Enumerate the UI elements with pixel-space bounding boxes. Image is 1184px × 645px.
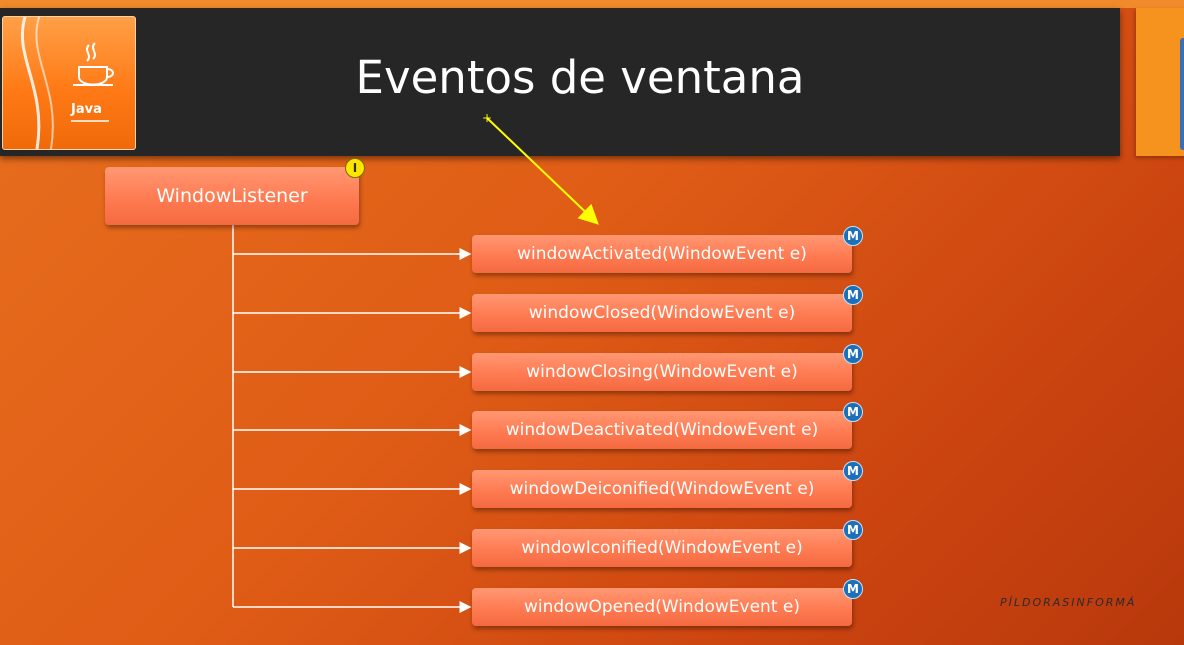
java-logo: Java [2,16,136,150]
method-badge-icon: M [843,226,863,246]
right-panel-accent [1180,38,1184,150]
pointer-arrow [486,117,599,225]
method-node-window-closed: windowClosed(WindowEvent e) [472,294,852,332]
pointer-crosshair-icon: + [482,111,492,125]
method-node-window-deiconified: windowDeiconified(WindowEvent e) [472,470,852,508]
method-badge-icon: M [843,285,863,305]
java-logo-graphic [20,17,114,149]
interface-node-windowlistener: WindowListener [105,167,359,225]
method-node-window-iconified: windowIconified(WindowEvent e) [472,529,852,567]
java-logo-label: Java [71,102,102,117]
method-node-window-closing: windowClosing(WindowEvent e) [472,353,852,391]
right-panel-edge [1136,8,1184,156]
method-node-window-activated: windowActivated(WindowEvent e) [472,235,852,273]
method-node-window-opened: windowOpened(WindowEvent e) [472,588,852,626]
method-badge-icon: M [843,402,863,422]
method-badge-icon: M [843,344,863,364]
coffee-cup-icon [71,42,114,122]
method-badge-icon: M [843,461,863,481]
title-bar [0,8,1120,156]
method-badge-icon: M [843,579,863,599]
watermark: PÍLDORASINFORMÁ [1000,596,1137,609]
method-badge-icon: M [843,520,863,540]
top-accent-strip [0,0,1184,8]
interface-badge-icon: I [345,158,365,178]
slide-title: Eventos de ventana [355,51,805,104]
method-node-window-deactivated: windowDeactivated(WindowEvent e) [472,411,852,449]
